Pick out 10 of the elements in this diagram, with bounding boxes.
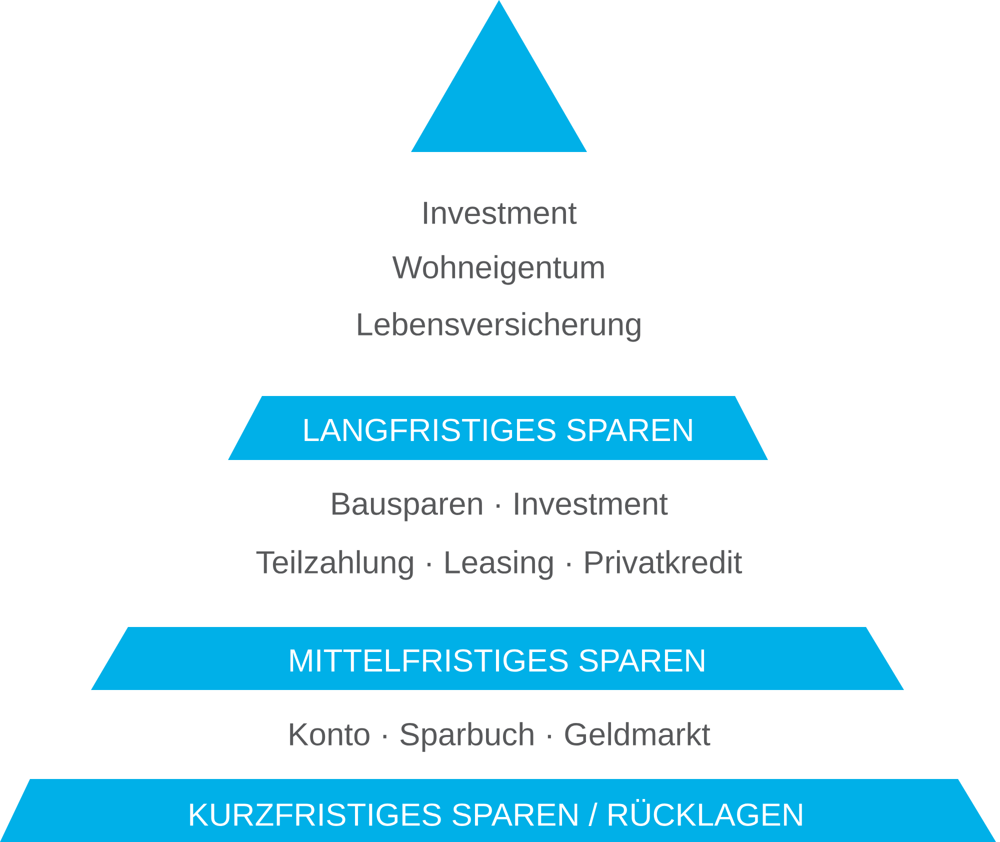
tier-text: Teilzahlung · Leasing · Privatkredit — [256, 550, 742, 580]
tier-text: Lebensversicherung — [358, 312, 640, 342]
pyramid-band: KURZFRISTIGES SPAREN / RÜCKLAGEN — [0, 779, 996, 842]
tier-text: Wohneigentum — [392, 255, 604, 285]
pyramid-tip — [411, 0, 587, 152]
pyramid-band: MITTELFRISTIGES SPAREN — [91, 627, 904, 690]
tier-text: Konto · Sparbuch · Geldmarkt — [290, 722, 710, 752]
pyramid-band: LANGFRISTIGES SPAREN — [228, 396, 768, 460]
tier-text: Investment — [424, 202, 577, 224]
tier-text: Bausparen · Investment — [332, 492, 668, 522]
